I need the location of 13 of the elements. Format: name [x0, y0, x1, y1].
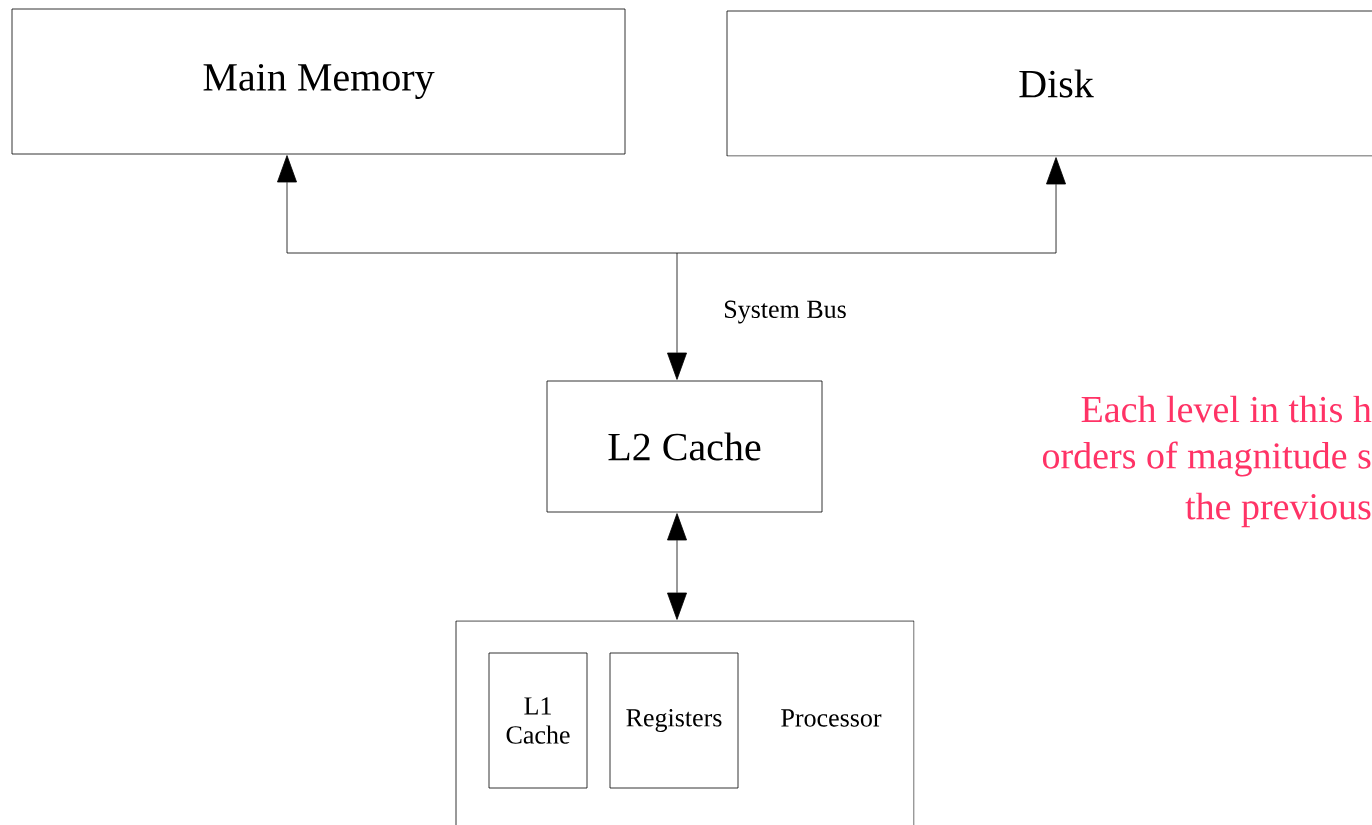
note-text: the previous — [1185, 492, 1371, 528]
process-box: Disk — [726, 10, 1372, 157]
arrow — [277, 155, 678, 254]
bus-line — [667, 252, 687, 380]
note-text: orders of magnitude s — [1042, 441, 1371, 477]
arrow — [676, 157, 1066, 254]
edge-label: System Bus — [721, 298, 849, 326]
note-text: Each level in this h — [1081, 395, 1372, 423]
process-box: Main Memory — [11, 8, 626, 155]
process-box: Registers — [609, 652, 739, 789]
process-box: L1 Cache — [488, 652, 588, 789]
process-box: L2 Cache — [546, 380, 823, 513]
arrow — [667, 513, 687, 620]
